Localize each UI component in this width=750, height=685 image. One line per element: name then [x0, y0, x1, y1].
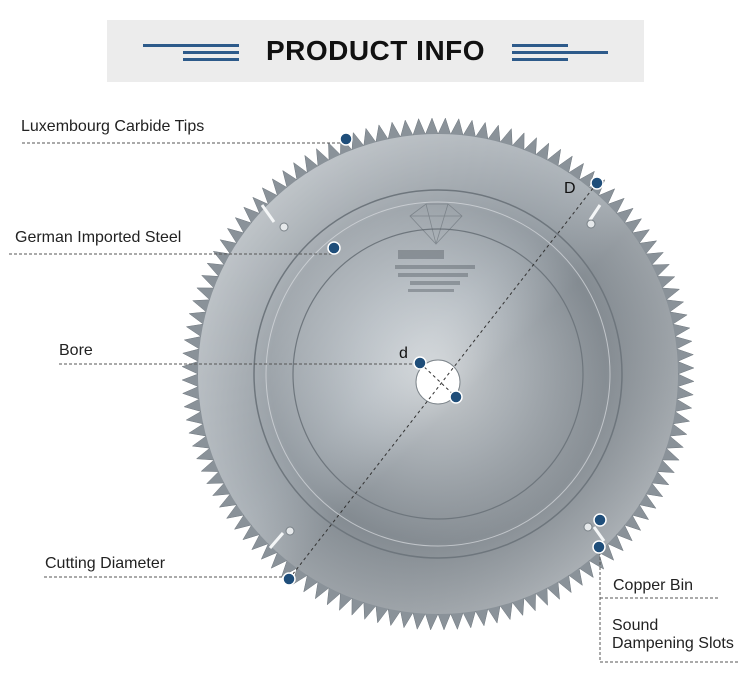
- diamond-logo-icon: [409, 203, 463, 245]
- copper-plug-tr: [586, 219, 596, 229]
- label-sound-line1: Sound: [612, 617, 659, 634]
- label-sound-line2: Dampening Slots: [612, 635, 734, 652]
- circle-marker-icon: [593, 513, 607, 527]
- circle-marker-icon: [413, 356, 427, 370]
- circle-marker-icon: [327, 241, 341, 255]
- expansion-slot-bl: [268, 532, 285, 549]
- bore-hole: [415, 359, 461, 405]
- copper-plug-bl: [285, 526, 295, 536]
- page-title: PRODUCT INFO: [265, 35, 486, 66]
- blade-ring-outer-highlight: [265, 201, 611, 547]
- expansion-slot-tl: [260, 204, 276, 223]
- circle-marker-icon: [282, 572, 296, 586]
- circle-marker-icon: [449, 390, 463, 404]
- title-banner: PRODUCT INFO: [107, 20, 644, 82]
- label-bore: Bore: [59, 342, 93, 359]
- expansion-slot-br: [592, 526, 606, 542]
- marker-group: [282, 132, 607, 586]
- bore-dimension-line: [419, 362, 457, 398]
- dimension-inner-label: d: [399, 345, 408, 362]
- copper-plug-br: [583, 522, 593, 532]
- expansion-slot-tr: [588, 204, 602, 221]
- label-cutting-diameter: Cutting Diameter: [45, 555, 166, 572]
- circle-marker-icon: [590, 176, 604, 190]
- label-copper-bin: Copper Bin: [613, 577, 694, 594]
- blade-ring-outer: [253, 189, 623, 559]
- circle-marker-icon: [592, 540, 606, 554]
- label-carbide-tips: Luxembourg Carbide Tips: [21, 118, 205, 135]
- copper-plug-tl: [279, 222, 289, 232]
- etched-marking-lines: [395, 250, 475, 292]
- circle-marker-icon: [339, 132, 353, 146]
- blade-ring-inner: [292, 228, 584, 520]
- dimension-outer-label: D: [564, 180, 576, 197]
- label-imported-steel: German Imported Steel: [15, 229, 182, 246]
